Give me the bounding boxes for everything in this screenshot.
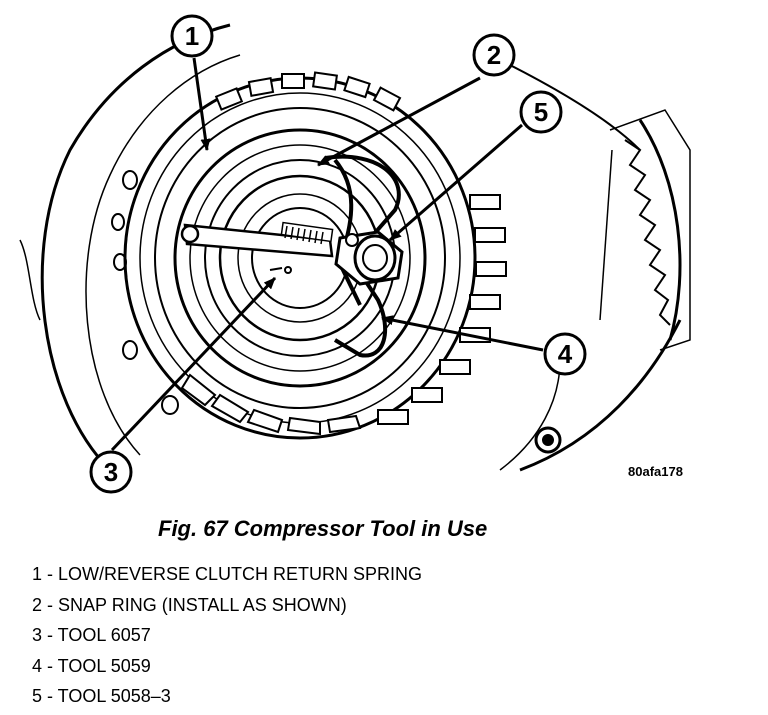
svg-text:4: 4 <box>558 339 573 369</box>
bottom-clutch-teeth <box>180 373 362 436</box>
callout-leaders <box>110 57 544 452</box>
legend-item-2: 2 - SNAP RING (INSTALL AS SHOWN) <box>32 594 347 615</box>
legend-item-4: 4 - TOOL 5059 <box>32 655 151 676</box>
figure-code: 80afa178 <box>628 464 683 479</box>
figure-caption: Fig. 67 Compressor Tool in Use <box>158 516 488 541</box>
return-spring-fingers <box>214 71 402 112</box>
transmission-case <box>19 23 691 472</box>
legend-item-3: 3 - TOOL 6057 <box>32 625 151 645</box>
callout-2: 2 <box>472 33 516 77</box>
leader-4 <box>381 315 544 352</box>
leader-2 <box>317 76 481 167</box>
callout-5: 5 <box>519 90 563 134</box>
svg-text:2: 2 <box>487 40 501 70</box>
compressor-tool-illustration: 1 2 3 4 5 80afa178 <box>19 14 691 494</box>
center-hub <box>269 266 292 274</box>
svg-text:5: 5 <box>534 97 548 127</box>
tool-5058-3 <box>334 230 404 286</box>
legend-item-5: 5 - TOOL 5058–3 <box>32 686 171 706</box>
callout-1: 1 <box>170 14 214 58</box>
callout-4: 4 <box>543 332 587 376</box>
gear-teeth <box>599 139 671 326</box>
case-bolt-holes <box>111 170 562 454</box>
svg-text:1: 1 <box>185 21 199 51</box>
svg-text:3: 3 <box>104 457 118 487</box>
leader-1 <box>192 57 211 151</box>
leader-3 <box>110 276 277 452</box>
threaded-rod <box>280 221 334 245</box>
legend-item-1: 1 - LOW/REVERSE CLUTCH RETURN SPRING <box>32 564 423 584</box>
clutch-pack <box>123 76 477 440</box>
callout-3: 3 <box>89 450 133 494</box>
parts-legend: 1 - LOW/REVERSE CLUTCH RETURN SPRING 2 -… <box>32 562 422 715</box>
leader-5 <box>389 123 523 242</box>
tool-5059 <box>324 154 401 358</box>
